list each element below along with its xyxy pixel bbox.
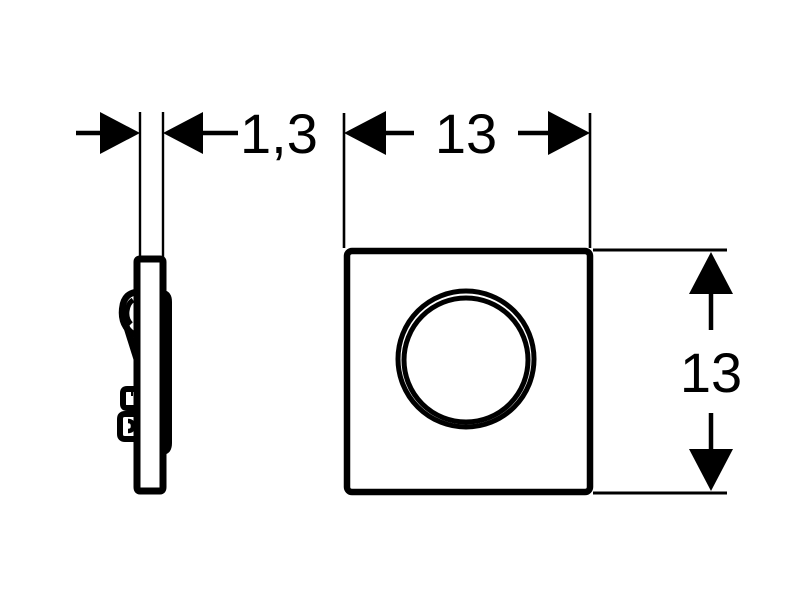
width-arrow-left	[344, 111, 386, 155]
front-plate-outline	[343, 247, 594, 496]
height-arrow-up	[689, 252, 733, 294]
height-dimension: 13	[593, 248, 742, 495]
width-dimension: 13	[344, 102, 590, 165]
profile-front-face-edge	[162, 290, 172, 455]
button-inner-ring	[401, 295, 531, 425]
profile-clip-lower-notch	[127, 418, 136, 434]
thickness-arrow-right	[163, 112, 203, 154]
profile-upper-hook-stem	[122, 324, 141, 361]
button-outer-ring	[395, 288, 537, 430]
profile-clip-upper	[120, 386, 137, 411]
width-dimension-label: 13	[435, 102, 497, 165]
thickness-dimension: 1,3	[76, 102, 318, 165]
thickness-arrow-left	[100, 112, 140, 154]
width-arrow-right	[548, 111, 590, 155]
profile-upper-hook-inner	[124, 297, 135, 326]
front-view	[342, 113, 594, 496]
height-dimension-label: 13	[680, 341, 742, 404]
thickness-dimension-label: 1,3	[240, 102, 318, 165]
side-profile-view	[117, 112, 172, 495]
profile-clip-lower	[117, 411, 137, 442]
height-arrow-down	[689, 449, 733, 491]
profile-plate-body	[133, 255, 167, 495]
